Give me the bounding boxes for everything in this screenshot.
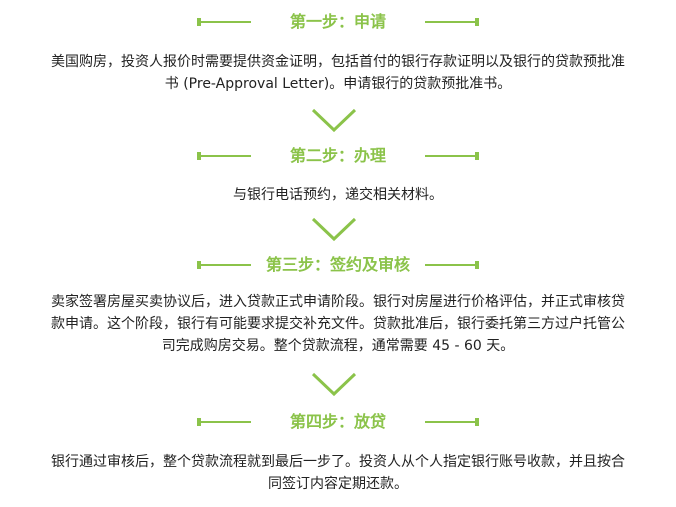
chevron-down-icon [310, 215, 358, 243]
chevron-down-icon [310, 370, 358, 398]
step-2-header: 第二步：办理 [0, 143, 676, 169]
chevron-down-icon [310, 106, 358, 134]
step-4-left-line [197, 418, 251, 426]
step-1-left-line [197, 18, 251, 26]
step-3-right-line [425, 261, 479, 269]
step-3-title: 第三步：签约及审核 [265, 255, 410, 274]
step-3-header: 第三步：签约及审核 [0, 252, 676, 278]
step-3-line-1: 卖家签署房屋买卖协议后，进入贷款正式申请阶段。银行对房屋进行价格评估，并正式审核… [51, 294, 625, 310]
step-1-line-1: 美国购房，投资人报价时需要提供资金证明，包括首付的银行存款证明以及银行的贷款预批… [51, 54, 625, 70]
step-1-line-2: 书 (Pre-Approval Letter)。申请银行的贷款预批准书。 [164, 76, 512, 92]
step-2-right-line [425, 152, 479, 160]
step-1-right-line [425, 18, 479, 26]
step-2-title: 第二步：办理 [289, 146, 386, 165]
step-1-body: 美国购房，投资人报价时需要提供资金证明，包括首付的银行存款证明以及银行的贷款预批… [0, 51, 676, 95]
step-2-body: 与银行电话预约，递交相关材料。 [0, 184, 676, 206]
step-2-line-1: 与银行电话预约，递交相关材料。 [233, 187, 443, 203]
step-1-title: 第一步：申请 [289, 12, 386, 31]
step-3-body: 卖家签署房屋买卖协议后，进入贷款正式申请阶段。银行对房屋进行价格评估，并正式审核… [0, 291, 676, 357]
step-4-body: 银行通过审核后，整个贷款流程就到最后一步了。投资人从个人指定银行账号收款，并且按… [0, 451, 676, 495]
step-4-title: 第四步：放贷 [289, 412, 386, 431]
step-4-right-line [425, 418, 479, 426]
step-3-line-3: 司完成购房交易。整个贷款流程，通常需要 45 - 60 天。 [161, 338, 515, 354]
step-4-header: 第四步：放贷 [0, 409, 676, 435]
step-2-left-line [197, 152, 251, 160]
step-4-line-2: 同签订内容定期还款。 [268, 476, 408, 492]
step-3-left-line [197, 261, 251, 269]
step-4-line-1: 银行通过审核后，整个贷款流程就到最后一步了。投资人从个人指定银行账号收款，并且按… [51, 454, 625, 470]
step-3-line-2: 款申请。这个阶段，银行有可能要求提交补充文件。贷款批准后，银行委托第三方过户托管… [51, 316, 625, 332]
step-1-header: 第一步：申请 [0, 9, 676, 35]
